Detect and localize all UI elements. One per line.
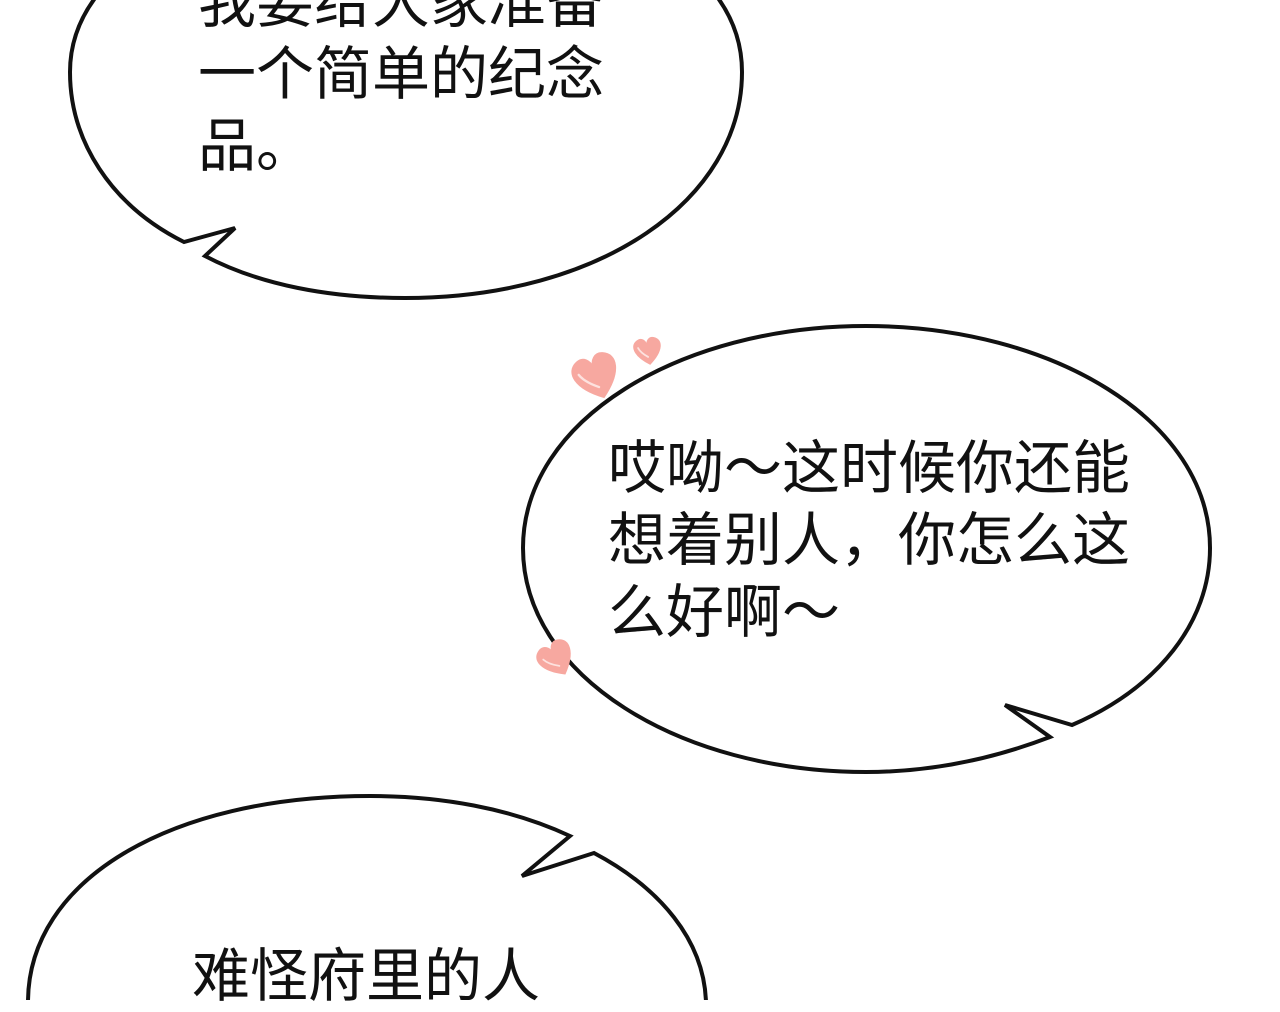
bubble-2-line-1: 哎呦～这时候你还能 [608, 434, 1131, 502]
heart-icon [536, 639, 571, 675]
speech-bubble-3-outline [26, 793, 708, 1000]
bubble-1-line-1: 我要给大家准备 [198, 0, 605, 36]
bubble-2-line-2: 想着别人，你怎么这 [608, 506, 1131, 574]
speech-bubble-3 [28, 834, 706, 1000]
bubble-3-line-1: 难怪府里的人 [192, 942, 541, 1010]
bubble-1-text: 我要给大家准备 一个简单的纪念 品。 [198, 0, 604, 182]
speech-bubble-1 [67, 0, 745, 301]
heart-icon [571, 352, 617, 399]
bubble-1-line-2: 一个简单的纪念 [198, 40, 605, 108]
heart-icon [633, 336, 661, 365]
bubble-3-text: 难怪府里的人 [192, 940, 540, 1012]
bubble-1-line-3: 品。 [198, 112, 315, 180]
bubble-2-line-3: 么好啊～ [608, 578, 841, 646]
bubble-2-text: 哎呦～这时候你还能 想着别人，你怎么这 么好啊～ [608, 432, 1130, 648]
speech-bubble-2 [520, 323, 1213, 775]
